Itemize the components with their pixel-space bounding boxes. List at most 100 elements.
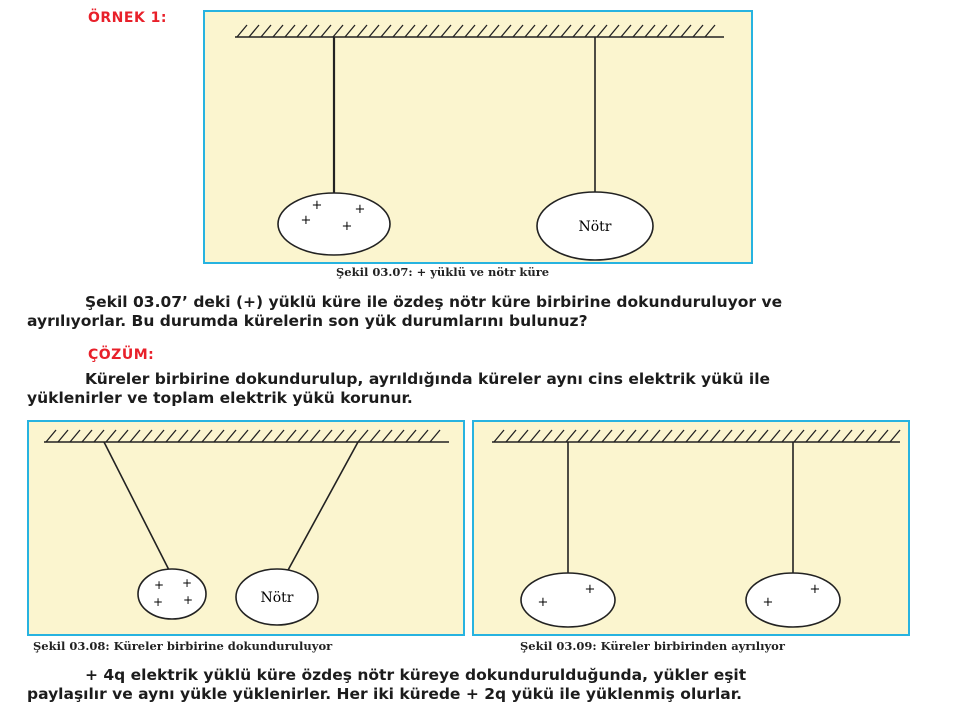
- hatch-mark: [332, 24, 344, 38]
- hatch-mark: [704, 24, 716, 38]
- hatch-mark: [333, 429, 345, 443]
- charge-sign: +: [538, 595, 549, 610]
- hatch-mark: [793, 429, 805, 443]
- question-paragraph: Şekil 03.07’ deki (+) yüklü küre ile özd…: [27, 293, 932, 331]
- ceiling-hatch: [492, 429, 901, 443]
- charge-sign: +: [585, 582, 596, 597]
- hatch-mark: [656, 24, 668, 38]
- neutral-sphere: [235, 568, 319, 626]
- hatch-mark: [596, 24, 608, 38]
- example-heading: ÖRNEK 1:: [88, 10, 168, 26]
- hatch-mark: [512, 24, 524, 38]
- ceiling-hatch: [44, 429, 449, 443]
- hatch-mark: [345, 429, 357, 443]
- hatch-mark: [589, 429, 601, 443]
- hatch-mark: [236, 24, 248, 38]
- figure-1: + + + + Nötr: [203, 10, 753, 264]
- hatch-mark: [321, 429, 333, 443]
- hatch-mark: [685, 429, 697, 443]
- hatch-mark: [529, 429, 541, 443]
- charge-sign: +: [763, 595, 774, 610]
- hatch-mark: [344, 24, 356, 38]
- hatch-mark: [709, 429, 721, 443]
- hatch-mark: [368, 24, 380, 38]
- hatch-mark: [165, 429, 177, 443]
- hatch-mark: [553, 429, 565, 443]
- hatch-mark: [548, 24, 560, 38]
- figure-2-caption: Şekil 03.08: Küreler birbirine dokunduru…: [33, 639, 333, 653]
- hatch-mark: [392, 24, 404, 38]
- left-thread: [103, 441, 170, 571]
- hatch-mark: [129, 429, 141, 443]
- hatch-mark: [817, 429, 829, 443]
- hatch-mark: [452, 24, 464, 38]
- question-line-1: Şekil 03.07’ deki (+) yüklü küre ile özd…: [85, 293, 783, 311]
- hatch-mark: [608, 24, 620, 38]
- hatch-mark: [429, 429, 441, 443]
- hatch-mark: [601, 429, 613, 443]
- hatch-mark: [829, 429, 841, 443]
- neutral-sphere-label: Nötr: [261, 590, 294, 606]
- figure-2: + + + + Nötr: [27, 420, 465, 636]
- hatch-mark: [841, 429, 853, 443]
- charge-sign: +: [154, 578, 164, 592]
- hatch-mark: [625, 429, 637, 443]
- neutral-sphere: [536, 191, 654, 261]
- hatch-mark: [661, 429, 673, 443]
- hatch-mark: [668, 24, 680, 38]
- hatch-mark: [273, 429, 285, 443]
- hatch-mark: [505, 429, 517, 443]
- conclusion-paragraph: + 4q elektrik yüklü küre özdeş nötr küre…: [27, 666, 932, 704]
- hatch-mark: [416, 24, 428, 38]
- hatch-mark: [781, 429, 793, 443]
- charged-sphere: [137, 568, 207, 620]
- hatch-mark: [745, 429, 757, 443]
- hatch-mark: [440, 24, 452, 38]
- charge-sign: +: [182, 576, 192, 590]
- charged-sphere: [277, 192, 391, 256]
- hatch-mark: [697, 429, 709, 443]
- hatch-mark: [404, 24, 416, 38]
- hatch-mark: [517, 429, 529, 443]
- hatch-mark: [393, 429, 405, 443]
- charge-sign: +: [183, 593, 193, 607]
- hatch-mark: [237, 429, 249, 443]
- hatch-mark: [261, 429, 273, 443]
- hatch-mark: [464, 24, 476, 38]
- solution-line-2: yüklenirler ve toplam elektrik yükü koru…: [27, 389, 413, 407]
- hatch-mark: [680, 24, 692, 38]
- hatch-mark: [428, 24, 440, 38]
- conclusion-line-1: + 4q elektrik yüklü küre özdeş nötr küre…: [85, 666, 747, 684]
- charge-sign: +: [301, 213, 312, 228]
- hatch-mark: [560, 24, 572, 38]
- hatch-mark: [577, 429, 589, 443]
- hatch-mark: [308, 24, 320, 38]
- hatch-mark: [248, 24, 260, 38]
- hatch-mark: [865, 429, 877, 443]
- hatch-mark: [721, 429, 733, 443]
- hatch-mark: [260, 24, 272, 38]
- hatch-mark: [417, 429, 429, 443]
- hatch-mark: [380, 24, 392, 38]
- hatch-mark: [153, 429, 165, 443]
- hatch-mark: [369, 429, 381, 443]
- charge-sign: +: [312, 198, 323, 213]
- hatch-mark: [381, 429, 393, 443]
- hatch-mark: [285, 429, 297, 443]
- hatch-mark: [488, 24, 500, 38]
- hatch-mark: [805, 429, 817, 443]
- hatch-mark: [45, 429, 57, 443]
- hatch-mark: [889, 429, 901, 443]
- hatch-mark: [853, 429, 865, 443]
- hatch-mark: [649, 429, 661, 443]
- hatch-mark: [225, 429, 237, 443]
- hatch-mark: [572, 24, 584, 38]
- neutral-sphere-label: Nötr: [579, 219, 612, 235]
- hatch-mark: [757, 429, 769, 443]
- hatch-mark: [493, 429, 505, 443]
- hatch-mark: [565, 429, 577, 443]
- hatch-mark: [692, 24, 704, 38]
- ceiling-hatch: [235, 24, 724, 38]
- right-thread: [286, 441, 359, 573]
- hatch-mark: [541, 429, 553, 443]
